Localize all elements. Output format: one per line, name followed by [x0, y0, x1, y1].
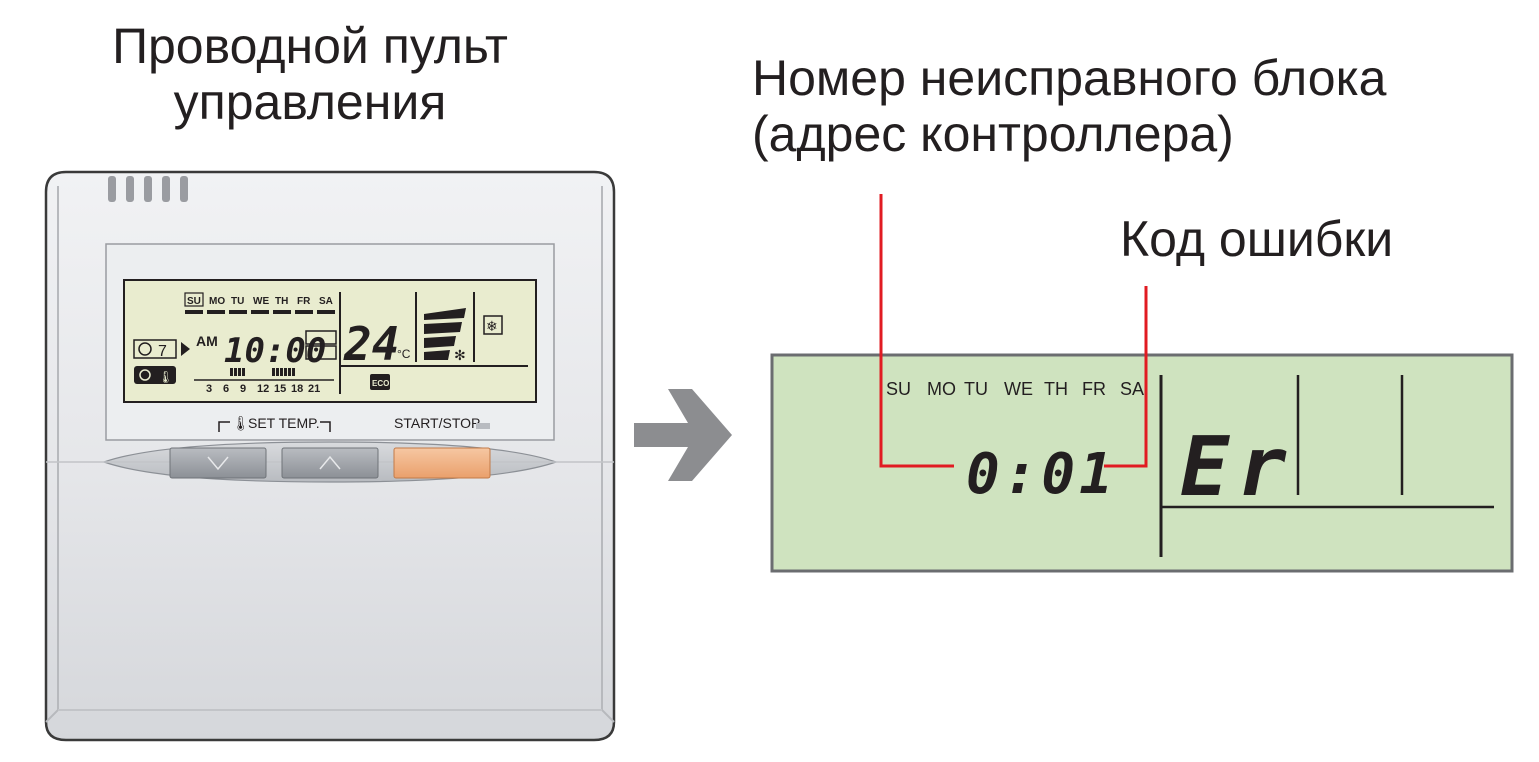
error-code-leader-line	[1104, 286, 1148, 468]
am-label: AM	[196, 333, 218, 349]
snowflake-icon: ❄	[486, 318, 498, 334]
cool-mode-indicator	[483, 315, 503, 335]
remote-day-fr: FR	[297, 296, 311, 307]
chevron-up-icon	[319, 455, 341, 470]
remote-lcd	[123, 279, 537, 403]
lcd-day-fr: FR	[1082, 379, 1106, 399]
remote-day-sa: SA	[319, 296, 333, 307]
fan-speed-icon	[424, 308, 466, 360]
remote-title-line-2: управления	[173, 74, 447, 130]
unit-number-title: Номер неисправного блока (адрес контролл…	[752, 50, 1386, 162]
remote-title-line-1: Проводной пульт	[112, 18, 508, 74]
set-temp-label: SET TEMP.	[248, 415, 320, 431]
temperature-display: 24	[343, 317, 399, 371]
temp-up-button[interactable]	[281, 447, 379, 479]
enlarged-lcd: SU MO TU WE TH FR SA 0:01 Er	[770, 353, 1514, 573]
unit-number-title-line-2: (адрес контроллера)	[752, 106, 1234, 162]
lcd-panel	[770, 353, 1514, 573]
clock-display: 10:00	[224, 331, 326, 371]
thermo-clock-icon	[139, 369, 151, 381]
remote-day-tu: TU	[231, 296, 244, 307]
timeline-tick-21: 21	[308, 383, 320, 395]
vent-slots	[108, 176, 188, 202]
clock-icon	[138, 342, 152, 356]
lcd-day-tu: TU	[964, 379, 988, 399]
start-stop-label: START/STOP	[394, 415, 480, 431]
faulty-unit-number: 0:01	[966, 442, 1117, 507]
play-arrow-icon	[181, 342, 190, 356]
timer-mode-icons	[305, 330, 337, 360]
error-code-title: Код ошибки	[1120, 211, 1394, 267]
unit-number-leader-line	[879, 194, 954, 468]
timeline-tick-3: 3	[206, 383, 212, 395]
chevron-down-icon	[207, 456, 229, 471]
timeline-tick-15: 15	[274, 383, 286, 395]
lcd-day-th: TH	[1044, 379, 1068, 399]
timeline-tick-9: 9	[240, 383, 246, 395]
timeline-bars	[230, 368, 295, 376]
lcd-day-we: WE	[1004, 379, 1033, 399]
remote-title: Проводной пульт управления	[0, 18, 620, 130]
timeline-tick-12: 12	[257, 383, 269, 395]
remote-day-th: TH	[275, 296, 288, 307]
temp-down-button[interactable]	[169, 447, 267, 479]
operation-led	[476, 423, 490, 429]
remote-day-labels: SU MO TU WE TH FR SA	[187, 296, 333, 307]
unit-number-title-line-1: Номер неисправного блока	[752, 50, 1387, 106]
start-stop-button[interactable]	[393, 447, 491, 479]
timeline-tick-6: 6	[223, 383, 229, 395]
thermometer-icon: 🌡	[158, 370, 173, 384]
timer-number: 7	[158, 343, 167, 360]
error-code: Er	[1180, 420, 1295, 515]
temp-unit: °C	[397, 347, 411, 361]
lcd-day-labels: SU MO TU WE TH FR SA	[886, 379, 1144, 399]
remote-day-we: WE	[253, 296, 269, 307]
timer-indicator	[133, 339, 177, 359]
eco-label: ECO	[372, 379, 389, 388]
right-arrow-icon	[634, 389, 732, 481]
eco-indicator	[370, 374, 390, 390]
remote-day-su: SU	[187, 296, 201, 307]
thermometer-label-icon: 🌡	[232, 415, 250, 431]
lcd-day-su: SU	[886, 379, 911, 399]
remote-day-mo: MO	[209, 296, 225, 307]
lcd-day-mo: MO	[927, 379, 956, 399]
timeline-tick-18: 18	[291, 383, 303, 395]
fan-icon: ✻	[454, 347, 466, 363]
lcd-day-sa: SA	[1120, 379, 1144, 399]
